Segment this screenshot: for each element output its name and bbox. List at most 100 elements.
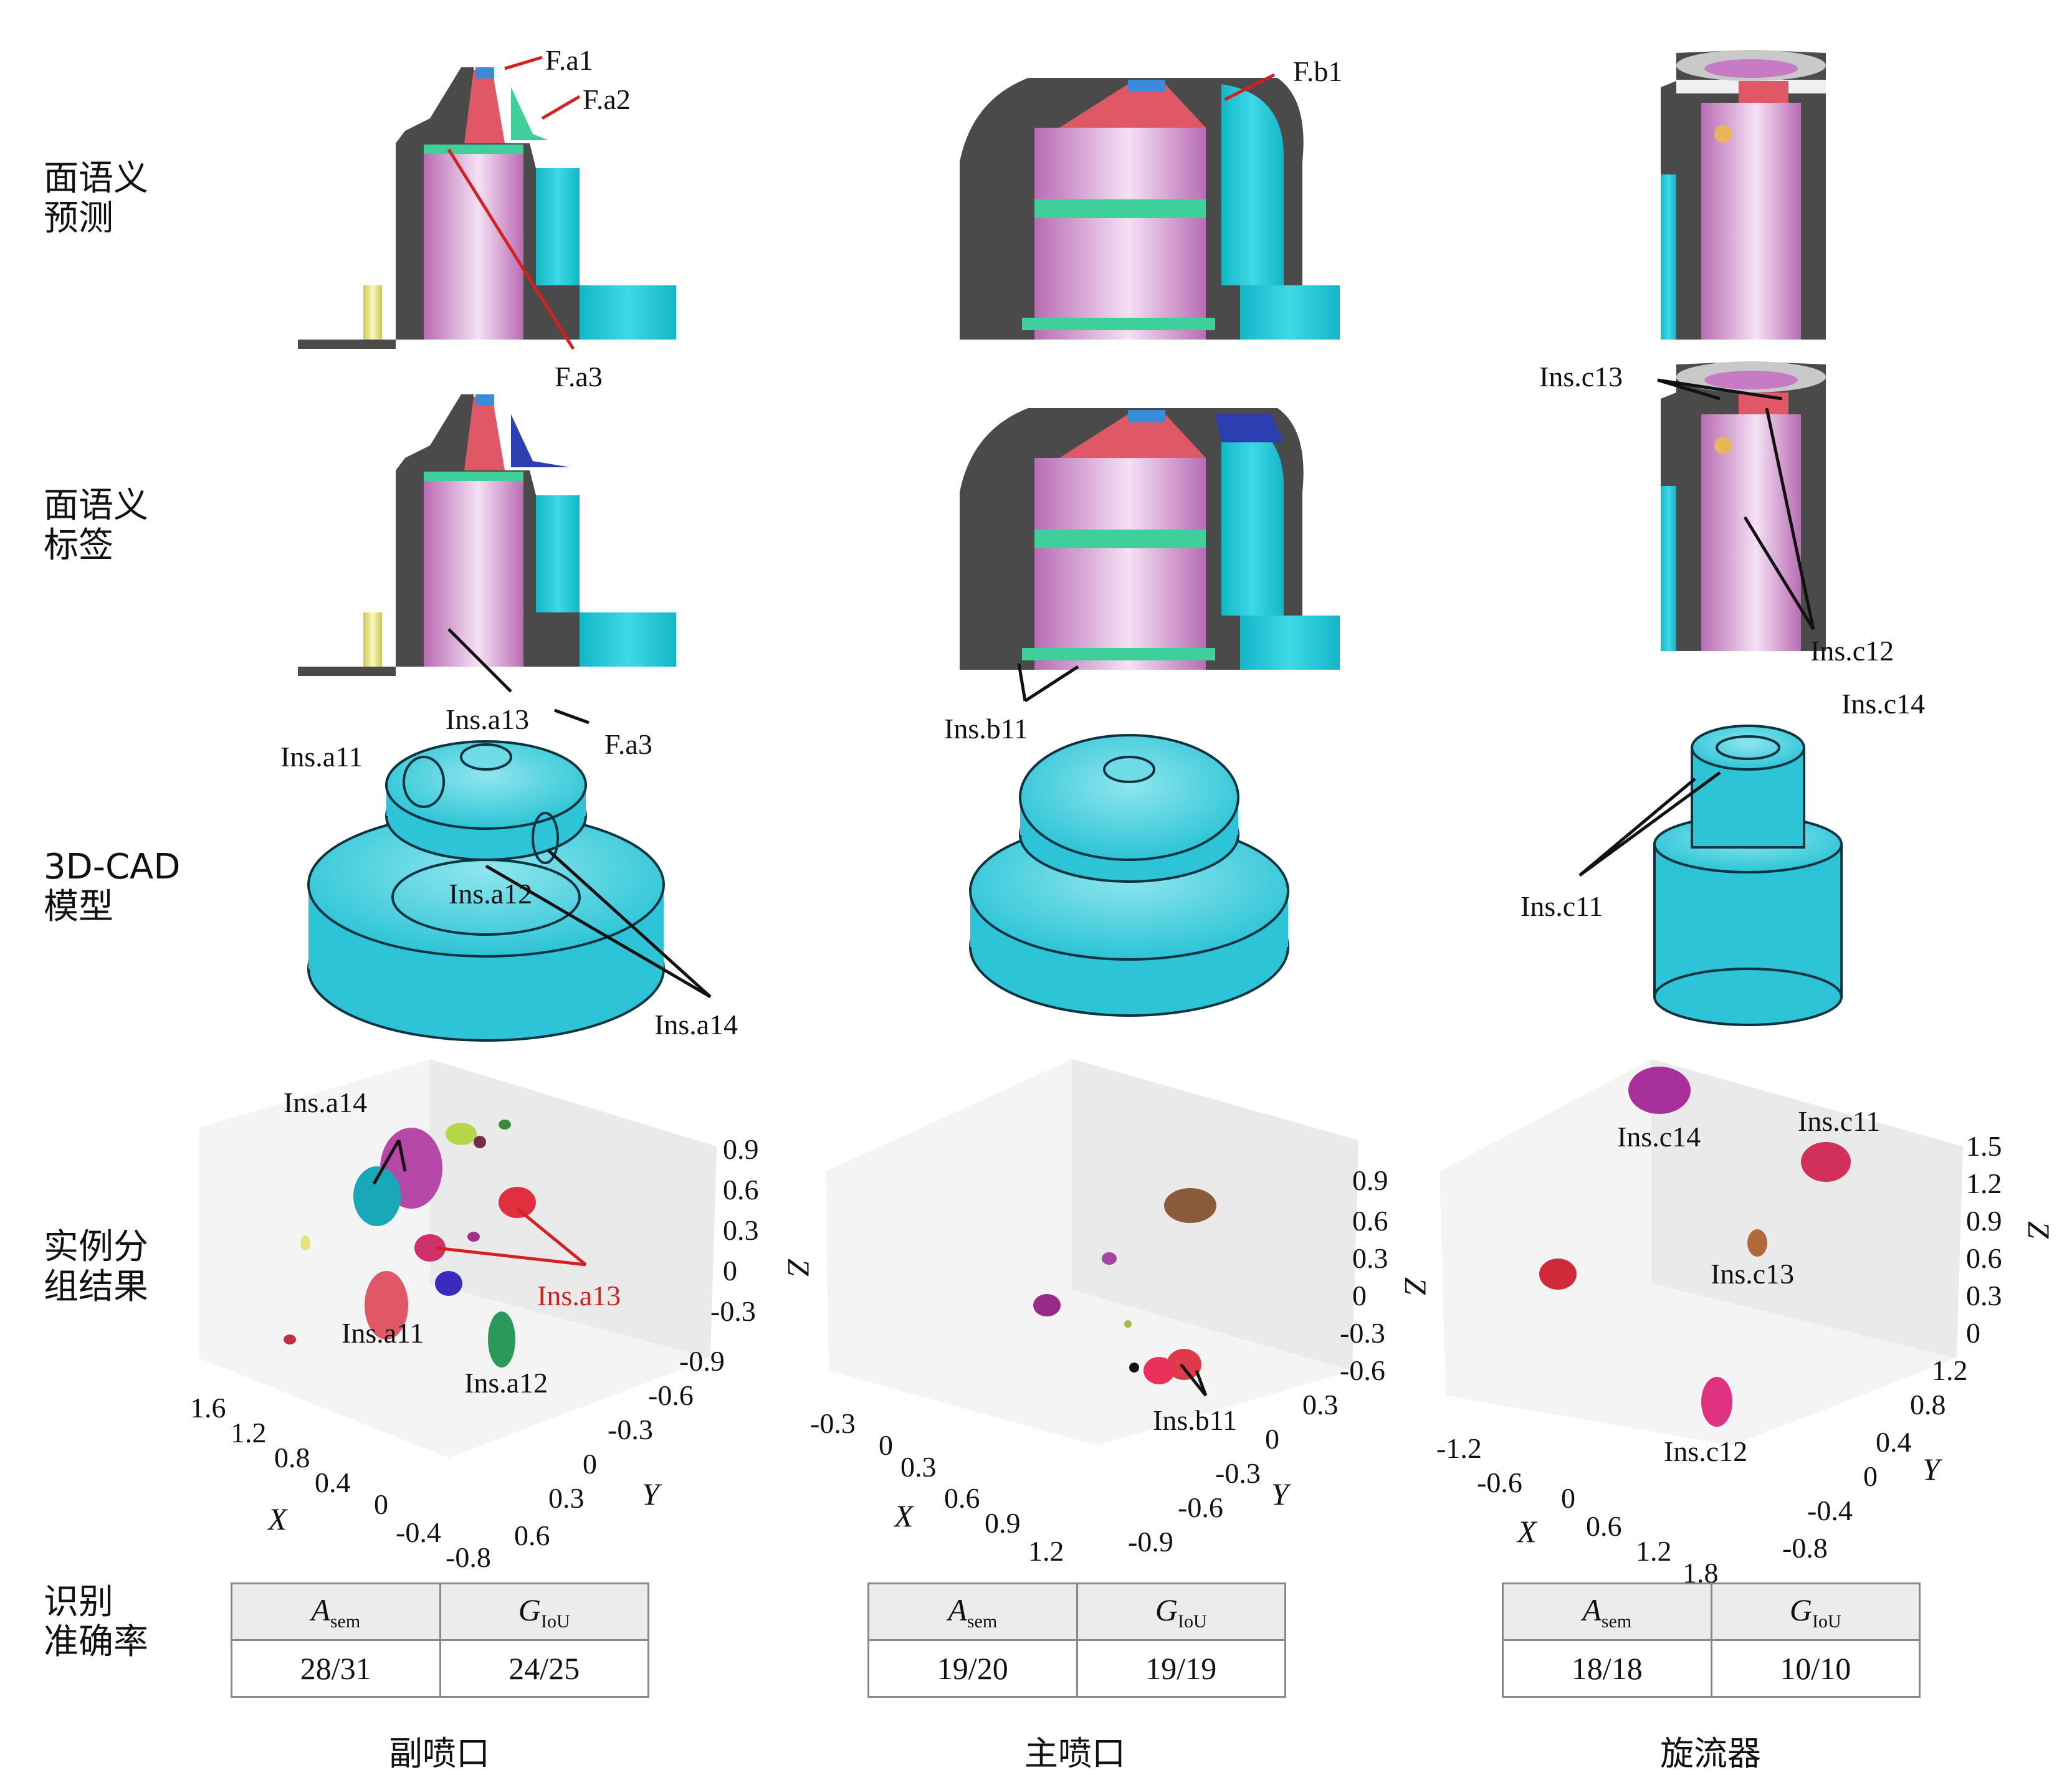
column-title-secondary-nozzle: 副喷口: [389, 1734, 490, 1773]
plot-b-y-ticks: 0.3 0 -0.3 -0.6 -0.9: [1128, 1389, 1339, 1558]
plot-label-insa11: Ins.a11: [341, 1317, 424, 1349]
svg-text:0.3: 0.3: [1302, 1389, 1339, 1420]
plot-label-insa12: Ins.a12: [464, 1367, 548, 1399]
row-label-face-label: 面语义 标签: [44, 485, 148, 566]
column-title-main-nozzle: 主喷口: [1024, 1734, 1125, 1773]
label-insa11: Ins.a11: [280, 741, 363, 773]
svg-text:0.6: 0.6: [1586, 1510, 1622, 1542]
plot-c-y-ticks: 1.2 0.8 0.4 0 -0.4 -0.8: [1782, 1354, 1968, 1564]
plot-label-insc13: Ins.c13: [1711, 1258, 1794, 1290]
row-label-accuracy: 识别 准确率: [44, 1582, 148, 1662]
svg-text:0: 0: [1265, 1423, 1279, 1455]
svg-text:0.4: 0.4: [315, 1467, 351, 1498]
svg-text:0.3: 0.3: [900, 1451, 937, 1483]
svg-text:-0.6: -0.6: [648, 1379, 694, 1411]
label-fa3: F.a3: [555, 361, 603, 393]
svg-text:0: 0: [1352, 1280, 1367, 1311]
svg-text:0: 0: [723, 1255, 737, 1287]
metric-a-v2: 24/25: [439, 1639, 649, 1698]
svg-text:0: 0: [1561, 1482, 1575, 1514]
svg-text:0.3: 0.3: [1966, 1280, 2002, 1311]
plot-b-markers: [1033, 1188, 1216, 1384]
svg-text:-1.2: -1.2: [1436, 1432, 1482, 1464]
label-insb11: Ins.b11: [944, 713, 1028, 745]
plot-c-x-ticks: -1.2 -0.6 0 0.6 1.2 1.8: [1436, 1432, 1719, 1589]
label-insc12: Ins.c12: [1810, 635, 1894, 667]
svg-text:1.2: 1.2: [1966, 1168, 2002, 1199]
svg-text:-0.6: -0.6: [1178, 1492, 1223, 1523]
section-b-label: [960, 408, 1340, 670]
plot-c-box: [1439, 1059, 1963, 1445]
metric-b-h1: A: [948, 1592, 967, 1627]
cad-model-a: [307, 740, 665, 1042]
metric-b-v1: 19/20: [867, 1639, 1078, 1698]
svg-text:-0.8: -0.8: [446, 1541, 491, 1573]
svg-text:-0.4: -0.4: [1807, 1495, 1853, 1526]
svg-text:-0.8: -0.8: [1782, 1532, 1828, 1564]
metric-table-a: Asem GIoU 28/31 24/25: [231, 1582, 649, 1698]
label-insc13: Ins.c13: [1539, 361, 1623, 393]
metric-c-v1: 18/18: [1502, 1639, 1712, 1698]
section-c-pred: [1661, 50, 1826, 340]
svg-text:0: 0: [1966, 1317, 1980, 1349]
svg-text:-0.3: -0.3: [810, 1407, 856, 1439]
svg-text:0.3: 0.3: [723, 1214, 759, 1246]
row-label-face-prediction: 面语义 预测: [44, 158, 148, 239]
svg-text:0: 0: [1863, 1460, 1878, 1492]
column-title-swirler: 旋流器: [1660, 1734, 1761, 1773]
row-label-instance-grouping: 实例分 组结果: [44, 1227, 148, 1307]
svg-text:0.9: 0.9: [1352, 1164, 1388, 1196]
svg-text:-0.3: -0.3: [1340, 1317, 1385, 1349]
plot-b-xlabel: X: [893, 1498, 915, 1533]
plot-a-zlabel: Z: [781, 1259, 816, 1277]
plot-c-z-ticks: 1.5 1.2 0.9 0.6 0.3 0: [1966, 1130, 2002, 1349]
label-fa1: F.a1: [545, 44, 593, 76]
label-insc14: Ins.c14: [1841, 688, 1925, 720]
plot-label-insc11: Ins.c11: [1798, 1105, 1880, 1137]
metric-a-h2: G: [518, 1592, 541, 1627]
metric-b-h2: G: [1155, 1592, 1178, 1627]
section-c-label: [1661, 361, 1826, 651]
label-fa3b: F.a3: [604, 728, 652, 760]
svg-text:1.2: 1.2: [1636, 1535, 1672, 1567]
metric-c-v2: 10/10: [1710, 1639, 1921, 1698]
plot-c-markers: [1539, 1067, 1851, 1427]
plot-a-xlabel: X: [267, 1501, 289, 1536]
plot-a-markers: [284, 1120, 536, 1368]
svg-text:0.6: 0.6: [944, 1482, 980, 1514]
row-label-cad-model: 3D-CAD 模型: [44, 847, 181, 927]
svg-text:0: 0: [583, 1448, 597, 1480]
metric-a-v1: 28/31: [231, 1639, 441, 1698]
cad-model-c: [1653, 725, 1843, 1026]
svg-text:0.6: 0.6: [514, 1520, 550, 1551]
svg-text:1.5: 1.5: [1966, 1130, 2002, 1162]
svg-text:-0.3: -0.3: [710, 1295, 756, 1327]
plot-a-y-ticks: -0.9 -0.6 -0.3 0 0.3 0.6: [514, 1345, 725, 1551]
plot-b-zlabel: Z: [1398, 1277, 1433, 1295]
metric-table-c: Asem GIoU 18/18 10/10: [1502, 1582, 1921, 1698]
svg-text:1.2: 1.2: [1028, 1535, 1064, 1567]
svg-text:-0.6: -0.6: [1340, 1354, 1385, 1386]
svg-text:1.2: 1.2: [231, 1417, 267, 1449]
plot-c-zlabel: Z: [2022, 1221, 2056, 1239]
plot-label-insb11: Ins.b11: [1153, 1404, 1237, 1436]
plot-a-box: [199, 1059, 717, 1458]
plot-label-insc14: Ins.c14: [1617, 1121, 1701, 1153]
section-b-pred: [960, 78, 1340, 340]
plot-a-z-ticks: 0.9 0.6 0.3 0 -0.3: [710, 1133, 759, 1327]
plot-b-x-ticks: -0.3 0 0.3 0.6 0.9 1.2: [810, 1407, 1064, 1567]
svg-text:1.6: 1.6: [190, 1392, 226, 1424]
plot-label-insa14: Ins.a14: [284, 1087, 367, 1118]
svg-text:-0.9: -0.9: [679, 1345, 725, 1377]
label-insa14: Ins.a14: [654, 1009, 738, 1040]
metric-c-h1: A: [1582, 1592, 1602, 1627]
svg-text:0.8: 0.8: [1910, 1389, 1946, 1420]
svg-text:-0.4: -0.4: [396, 1516, 441, 1548]
svg-text:0.6: 0.6: [1966, 1242, 2002, 1274]
plot-label-insa13: Ins.a13: [537, 1280, 621, 1311]
svg-text:0.3: 0.3: [1352, 1242, 1388, 1274]
plot-c-xlabel: X: [1516, 1514, 1538, 1549]
cad-model-b: [969, 734, 1289, 1017]
label-fb1: F.b1: [1293, 55, 1342, 87]
